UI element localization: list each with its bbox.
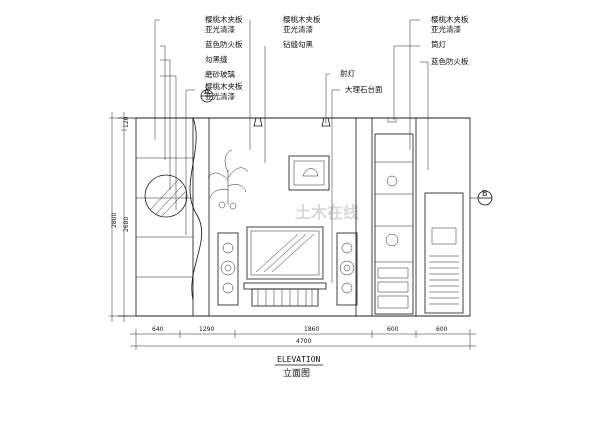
leader-line [185,89,195,235]
tv-reflection [271,233,315,273]
annotation-label: 樱桃木夹板 [431,14,469,24]
annotation-label: 亚光清漆 [205,91,235,101]
leader-line [160,45,166,160]
mirror-hatch [155,185,183,215]
mirror-hatch [149,179,179,211]
ac-panel [431,227,457,245]
leader-line [420,61,429,170]
spotlight-icon [321,117,331,127]
shelf-ornament [386,175,398,187]
dimension-label: 600 [387,326,399,333]
av-receiver [377,267,409,279]
mirror-hatch [161,191,186,217]
dimension-label: 600 [436,326,448,333]
leader-line [325,73,330,124]
round-mirror [144,174,188,218]
speaker-cone [222,282,234,294]
picture-inner [293,160,325,186]
leader-line [154,19,160,140]
av-player [377,281,409,293]
annotation-label: 磨砂玻璃 [205,69,235,79]
drawing-title-cn: 立面图 [283,367,310,379]
dimension-label: 2680 [123,217,130,232]
speaker-cone [343,264,351,272]
annotation-label: 射灯 [340,68,355,78]
annotation-label: 亚光清漆 [431,24,461,34]
dimension-label: 120 [123,116,130,128]
annotation-label: 蓝色防火板 [431,56,469,66]
leader-line [160,59,171,190]
picture-motif [302,168,319,177]
watermark: 土木在线 [295,203,359,222]
tv-reflection [263,233,307,273]
annotation-label: 蓝色防火板 [205,39,243,49]
dimension-label: 640 [152,326,164,333]
annotation-label: 樱桃木夹板 [205,81,243,91]
plant [207,149,249,205]
tv-inner [250,230,320,276]
section-mark-label: B [482,189,488,198]
leader-line [160,75,177,210]
annotation-label: 樱桃木夹板 [283,14,321,24]
drawing-title: ELEVATION [277,355,321,364]
plant-ball [218,201,226,209]
av-amplifier [377,295,409,309]
speaker-cone [339,260,355,276]
dimension-label: 4700 [296,338,311,345]
speaker-cone [341,242,353,254]
marble-countertop [243,282,327,290]
air-conditioner [424,192,464,314]
left-speaker [217,232,239,306]
speaker-cone [222,242,234,254]
annotation-label: 筒灯 [431,39,446,49]
spotlight-icon [253,117,263,127]
display-shelf [374,133,414,315]
annotation-label: 亚光清漆 [283,24,313,34]
speaker-cone [341,282,353,294]
annotation-label: 大理石台面 [345,84,383,94]
shelf-ornament [385,233,399,247]
speaker-cone [220,260,236,276]
speaker-cone [224,264,232,272]
leader-line [393,45,420,120]
tv-reflection [255,233,299,273]
dimension-label: 1290 [199,326,214,333]
right-speaker [336,232,358,306]
tv-cabinet [251,288,319,307]
annotation-label: 亚光清漆 [205,24,235,34]
annotation-label: 樱桃木夹板 [205,14,243,24]
dimension-label: 1860 [304,326,319,333]
leader-line [409,19,420,150]
plant-ball [229,202,237,210]
annotation-label: 钻缝勾黑 [283,39,313,49]
frosted-glass-curve [189,117,203,301]
leader-line [331,89,340,283]
section-mark-label: A [204,87,210,96]
dimension-label: 2800 [111,213,118,228]
tv-screen [246,226,324,280]
annotation-label: 勾黑缝 [205,54,228,64]
downlight-icon [387,117,397,123]
picture-frame [288,155,330,191]
